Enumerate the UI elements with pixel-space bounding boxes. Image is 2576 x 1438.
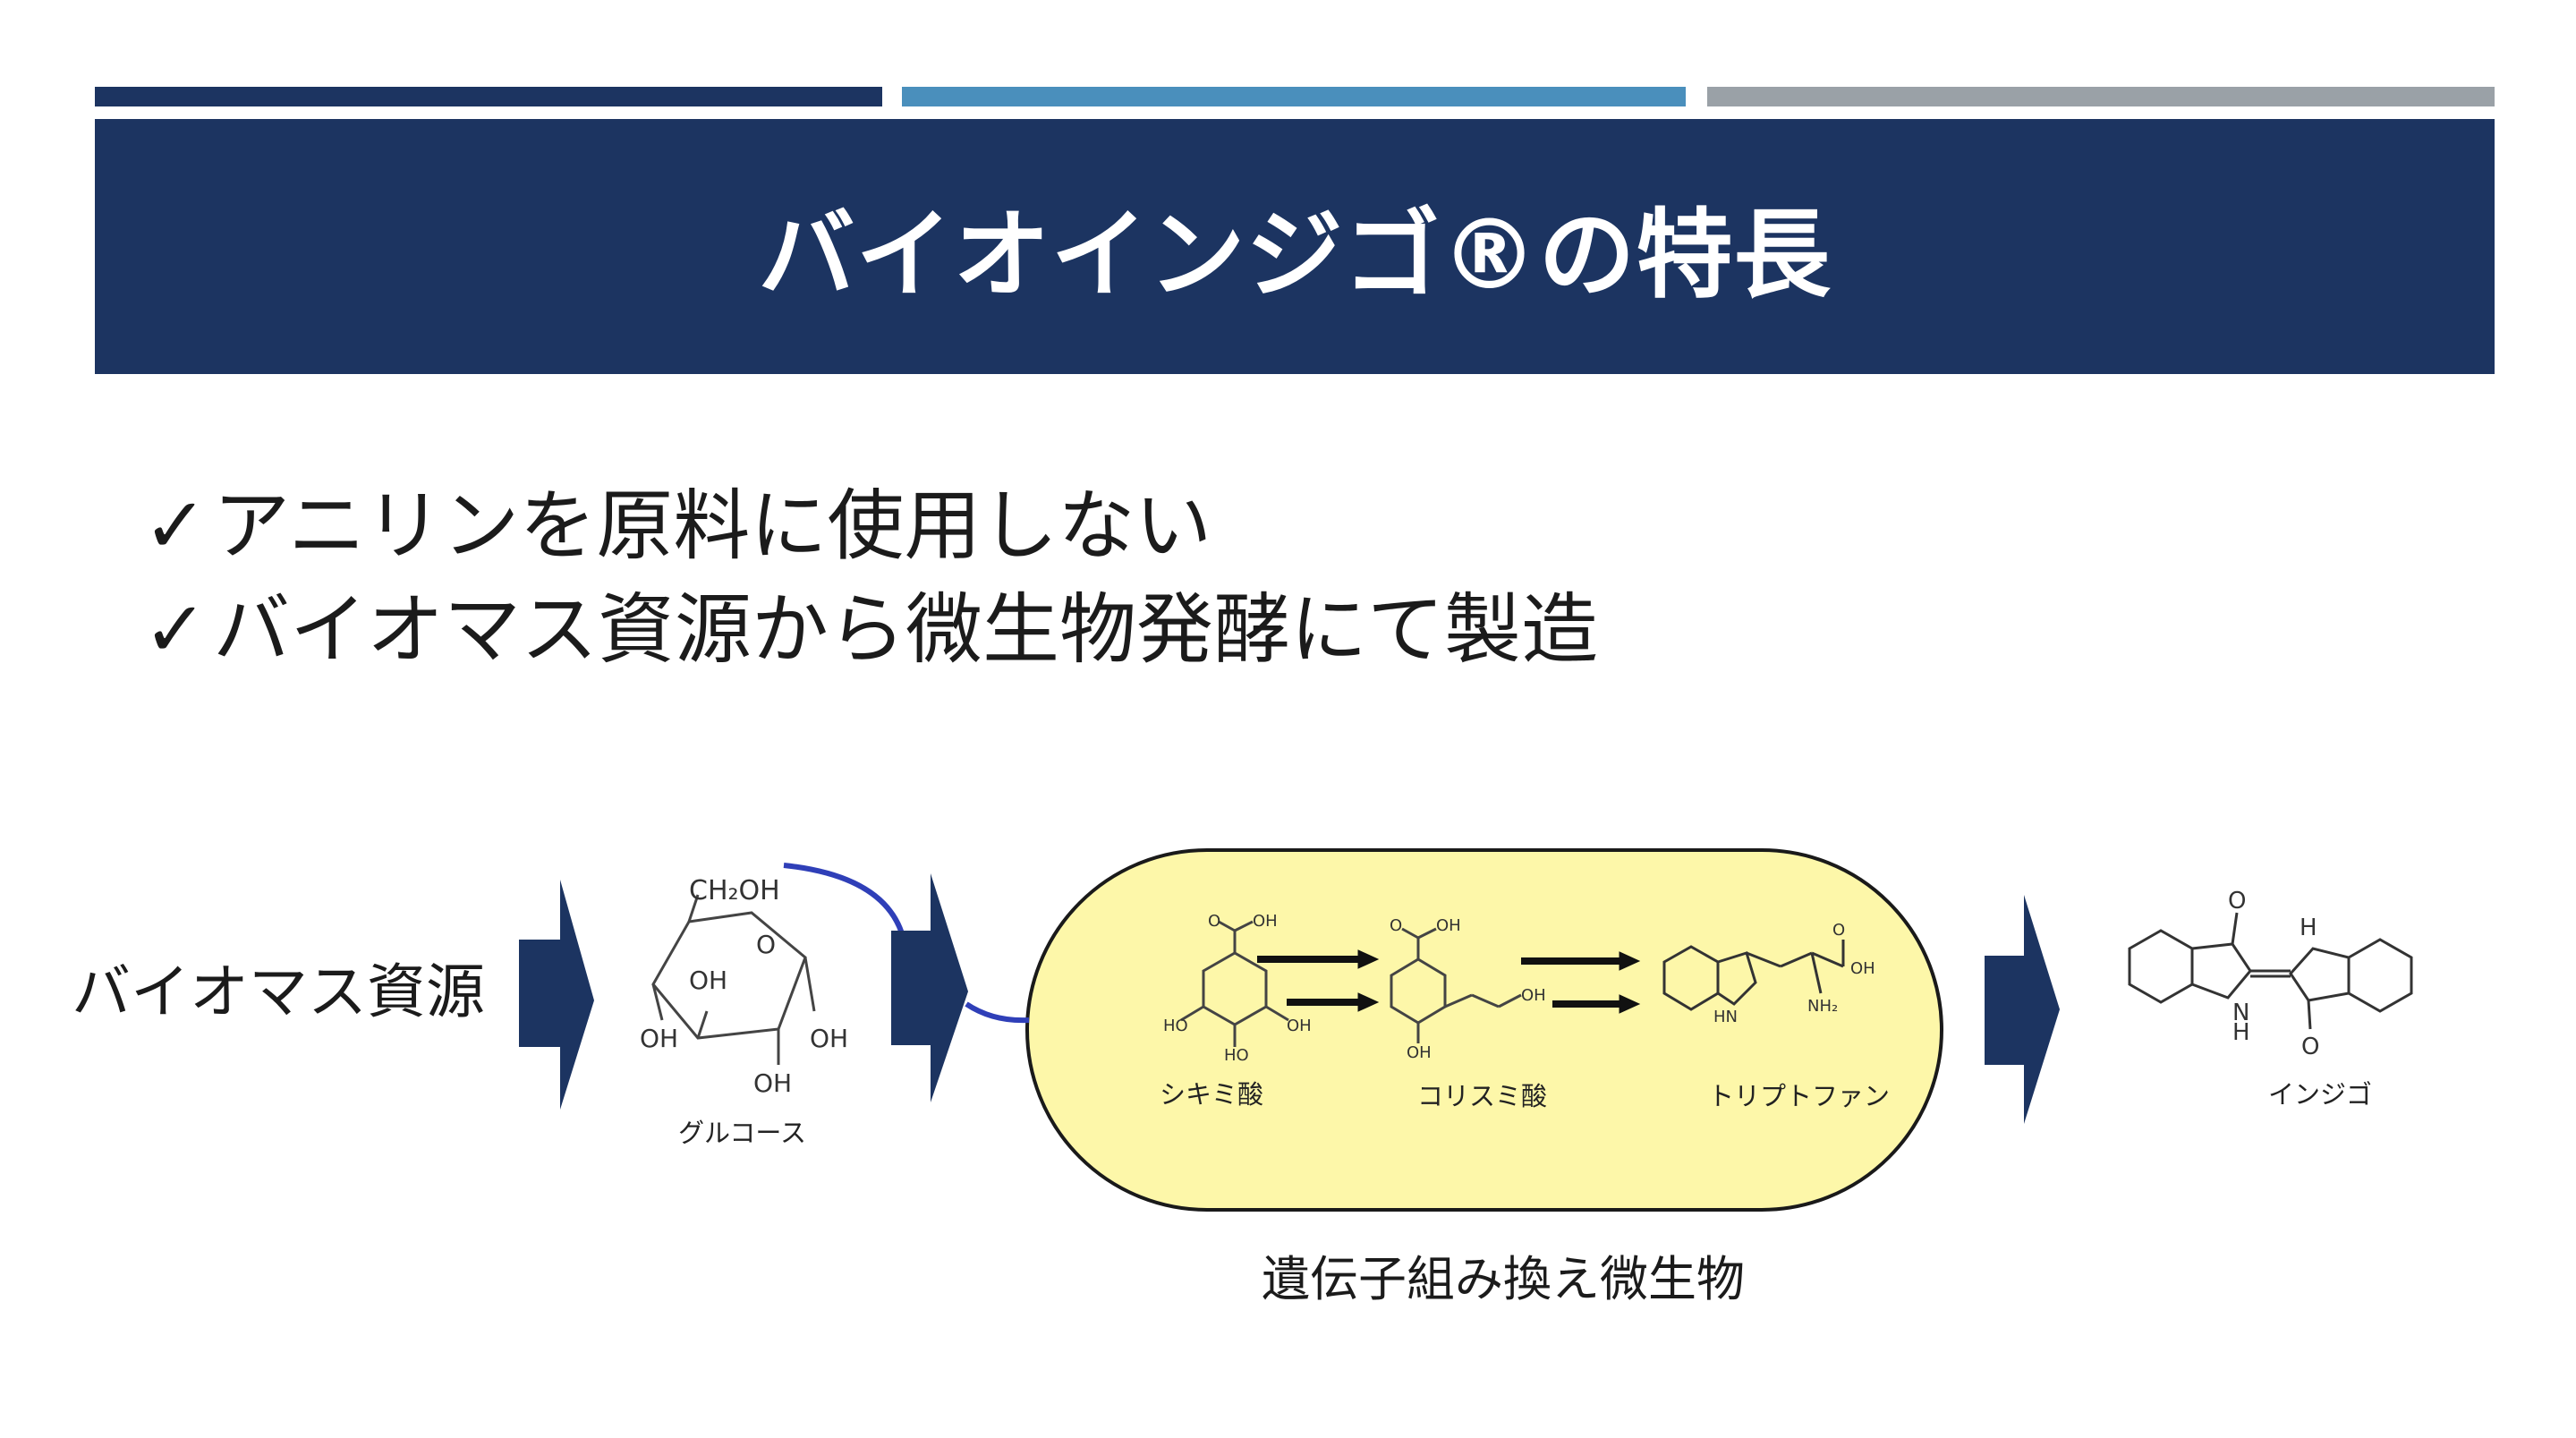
chorismic-oh-label: OH	[1436, 916, 1461, 935]
biomass-source-label: バイオマス資源	[72, 957, 485, 1026]
shikimic-acid-structure: OH O HO HO OH	[1163, 912, 1312, 1065]
chorismic-oh-label: OH	[1407, 1043, 1432, 1062]
indigo-h-label: H	[2300, 915, 2317, 941]
glucose-structure: CH₂OH O OH OH OH OH	[640, 875, 848, 1098]
indigo-n-label: N	[2232, 1000, 2249, 1026]
shikimic-o-label: O	[1208, 912, 1220, 931]
bullet-text: バイオマス資源から微生物発酵にて製造	[213, 585, 1599, 675]
title-band: バイオインジゴ®の特長	[95, 119, 2495, 374]
shikimic-ho-label: HO	[1224, 1046, 1249, 1065]
accent-bar-navy	[95, 87, 882, 106]
glucose-oh-label: OH	[689, 966, 727, 995]
tryptophan-nh2-label: NH₂	[1807, 997, 1838, 1016]
indigo-label: インジゴ	[2268, 1079, 2373, 1110]
indigo-o-label: O	[2301, 1034, 2319, 1060]
arrow-to-microbe	[891, 873, 968, 1102]
slide-title: バイオインジゴ®の特長	[758, 199, 1832, 311]
indigo-h-label: H	[2232, 1019, 2250, 1046]
tryptophan-oh-label: OH	[1850, 959, 1875, 978]
indigo-structure: O N H H O	[2128, 888, 2413, 1060]
chorismic-acid-structure: OH O OH OH	[1390, 916, 1546, 1062]
glucose-ch2oh-label: CH₂OH	[689, 875, 780, 906]
arrow-to-glucose	[519, 880, 594, 1110]
glucose-oh-label: OH	[810, 1024, 848, 1053]
chorismic-oh-label: OH	[1521, 986, 1546, 1005]
glucose-oh-label: OH	[753, 1068, 792, 1098]
microbe-capsule	[1025, 848, 1943, 1212]
indigo-o-label: O	[2228, 888, 2246, 915]
glucose-oh-label: OH	[640, 1024, 678, 1053]
accent-bar-gray	[1707, 87, 2495, 106]
tryptophan-label: トリプトファン	[1708, 1081, 1891, 1111]
glucose-label: グルコース	[678, 1118, 806, 1148]
bullet-item: ✓バイオマス資源から微生物発酵にて製造	[143, 578, 1598, 682]
microbe-label: 遺伝子組み換え微生物	[1262, 1251, 1745, 1307]
shikimic-oh-label: OH	[1287, 1017, 1312, 1035]
bullet-text: アニリンを原料に使用しない	[213, 481, 1212, 571]
reaction-arrows	[1257, 949, 1641, 1014]
shikimic-acid-label: シキミ酸	[1160, 1079, 1264, 1110]
chorismic-acid-label: コリスミ酸	[1417, 1081, 1548, 1111]
bullet-item: ✓アニリンを原料に使用しない	[143, 474, 1598, 578]
tryptophan-structure: O OH NH₂ HN	[1662, 921, 1875, 1026]
tryptophan-o-label: O	[1832, 921, 1845, 940]
chorismic-o-label: O	[1390, 916, 1402, 935]
tryptophan-hn-label: HN	[1713, 1008, 1738, 1026]
check-icon: ✓	[143, 481, 208, 571]
check-icon: ✓	[143, 585, 208, 675]
arrow-to-indigo	[1985, 895, 2060, 1124]
shikimic-oh-label: OH	[1253, 912, 1278, 931]
feature-bullets: ✓アニリンを原料に使用しない ✓バイオマス資源から微生物発酵にて製造	[143, 474, 1598, 682]
glucose-o-label: O	[756, 930, 776, 959]
shikimic-ho-label: HO	[1163, 1017, 1188, 1035]
accent-bar-blue	[902, 87, 1686, 106]
